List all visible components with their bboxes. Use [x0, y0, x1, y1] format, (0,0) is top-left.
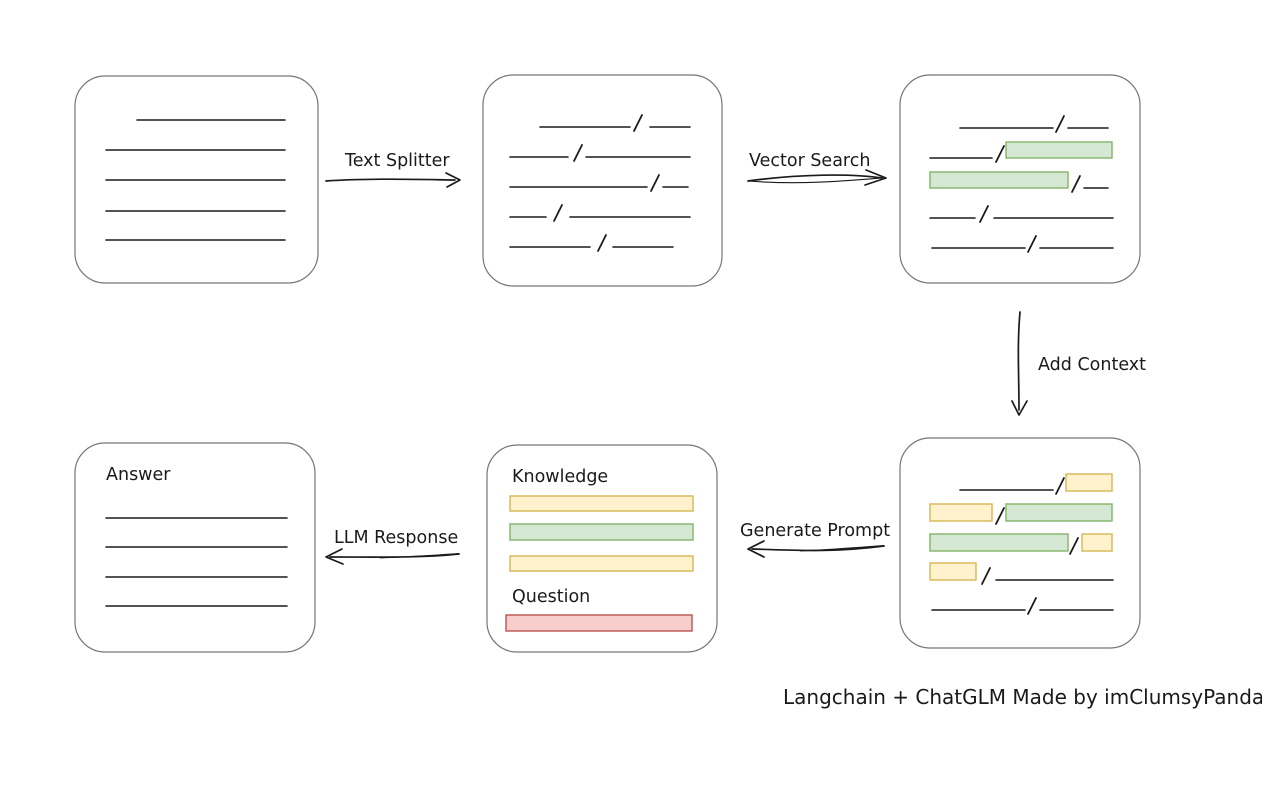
vector-search-arrow: [747, 174, 883, 182]
chunk-separator-slash: [1069, 537, 1079, 555]
edge-llm-response: LLM Response: [325, 528, 460, 565]
chunk-separator-slash: [553, 204, 563, 222]
chunk-separator-slash: [1027, 235, 1037, 253]
context-chunk-yellow: [1081, 533, 1113, 552]
arrowhead-right-icon: [445, 172, 461, 188]
context-chunk-yellow: [929, 562, 977, 581]
generate-prompt-arrow-overdraw: [799, 544, 885, 552]
chunk-separator-slash: [995, 145, 1005, 163]
arrowhead-down-icon: [1011, 400, 1028, 416]
knowledge-chunk-yellow: [509, 555, 694, 572]
arrowhead-left-icon: [747, 540, 765, 558]
generate-prompt-label: Generate Prompt: [740, 521, 890, 541]
chunk-separator-slash: [1055, 477, 1065, 495]
question-label: Question: [512, 587, 590, 607]
matched-chunk-green: [929, 171, 1069, 189]
split-text-box: [482, 74, 723, 287]
node-split-text-chunks: [482, 74, 723, 287]
node-vector-search-results: [899, 74, 1141, 284]
context-chunk-yellow: [929, 503, 993, 522]
chunk-separator-slash: [650, 174, 660, 192]
chunk-separator-slash: [981, 567, 991, 585]
node-context-chunks: [899, 437, 1141, 649]
text-splitter-label: Text Splitter: [344, 151, 450, 171]
edge-generate-prompt: Generate Prompt: [740, 521, 890, 558]
knowledge-chunk-yellow: [509, 495, 694, 512]
edge-add-context: Add Context: [1011, 311, 1146, 416]
chunk-separator-slash: [1055, 115, 1065, 133]
answer-label: Answer: [106, 465, 171, 485]
chunk-separator-slash: [573, 144, 583, 162]
node-source-document: [74, 75, 319, 284]
add-context-label: Add Context: [1038, 355, 1146, 375]
matched-chunk-green: [1005, 503, 1113, 522]
question-chunk-red: [505, 614, 693, 632]
chunk-separator-slash: [1071, 175, 1081, 193]
chunk-separator-slash: [979, 205, 989, 223]
arrowhead-left-icon: [325, 548, 344, 565]
node-answer: Answer: [74, 442, 316, 653]
chunk-separator-slash: [633, 114, 643, 132]
node-prompt: Knowledge Question: [486, 444, 718, 653]
diagram-caption: Langchain + ChatGLM Made by imClumsyPand…: [783, 685, 1262, 709]
edge-vector-search: Vector Search: [747, 151, 887, 186]
knowledge-label: Knowledge: [512, 467, 608, 487]
edge-text-splitter: Text Splitter: [325, 151, 461, 188]
arrowhead-right-icon: [864, 169, 887, 186]
chunk-separator-slash: [1027, 597, 1037, 615]
knowledge-chunk-green: [509, 523, 694, 541]
matched-chunk-green: [1005, 141, 1113, 159]
chunk-separator-slash: [597, 234, 607, 252]
vector-search-arrow-overdraw: [747, 177, 883, 184]
context-chunk-yellow: [1065, 473, 1113, 492]
matched-chunk-green: [929, 533, 1069, 552]
llm-response-label: LLM Response: [334, 528, 458, 548]
vector-search-label: Vector Search: [749, 151, 870, 171]
chunk-separator-slash: [995, 507, 1005, 525]
text-splitter-arrow: [325, 178, 456, 182]
add-context-arrow: [1017, 311, 1021, 411]
llm-response-arrow-overdraw: [379, 552, 460, 559]
